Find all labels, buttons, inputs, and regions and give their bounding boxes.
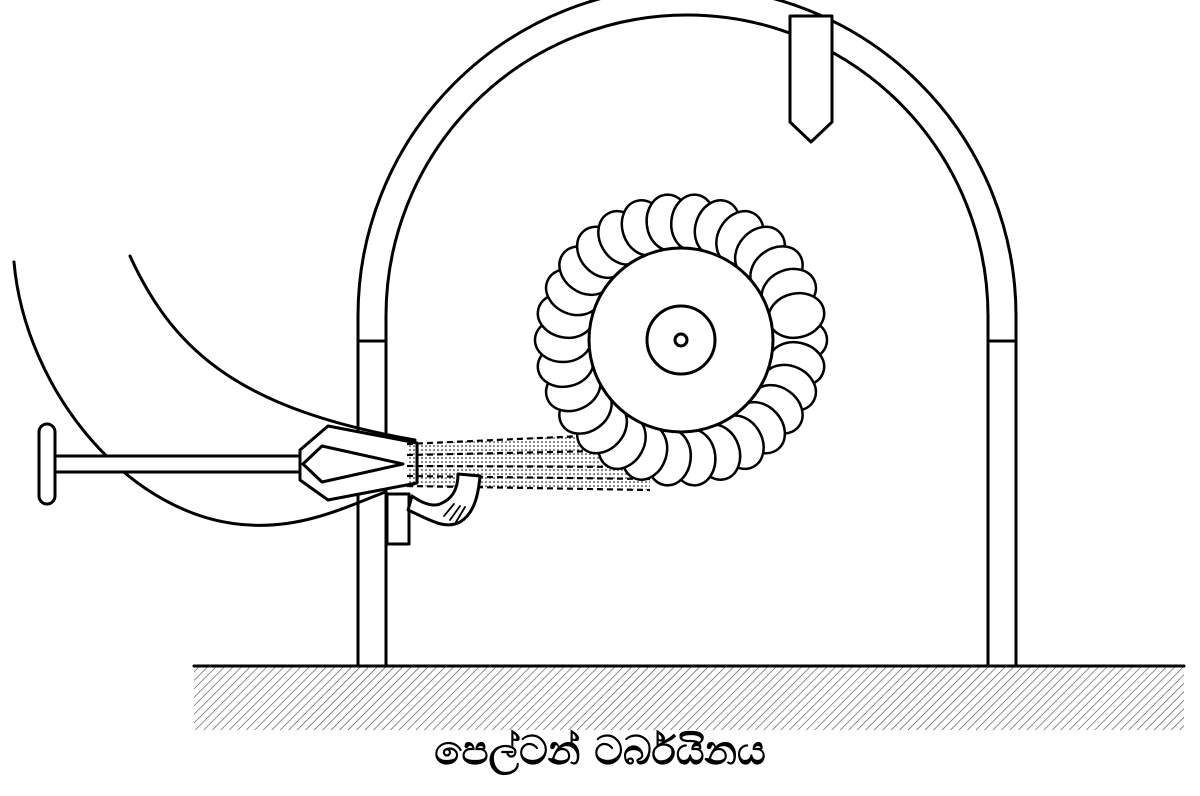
diagram-caption: පෙල්ටන් ටර්බයිනය bbox=[434, 728, 766, 774]
wheel-buckets bbox=[533, 193, 829, 487]
casing-inner bbox=[384, 13, 990, 668]
wheel-shaft bbox=[673, 332, 689, 348]
spear-tip bbox=[301, 444, 405, 484]
casing-outer bbox=[356, 0, 1018, 668]
runner-disc bbox=[587, 246, 775, 434]
spear-handle bbox=[37, 422, 57, 506]
nozzle-bracket bbox=[385, 492, 411, 546]
deflector-blade bbox=[788, 14, 834, 144]
ground-hatch bbox=[194, 666, 1184, 730]
wheel-hub bbox=[645, 304, 717, 376]
penstock-top-curve bbox=[128, 254, 417, 442]
penstock-bottom-curve bbox=[12, 260, 387, 527]
spear-rod bbox=[48, 454, 314, 474]
brake-nozzle-ribs bbox=[443, 503, 466, 523]
